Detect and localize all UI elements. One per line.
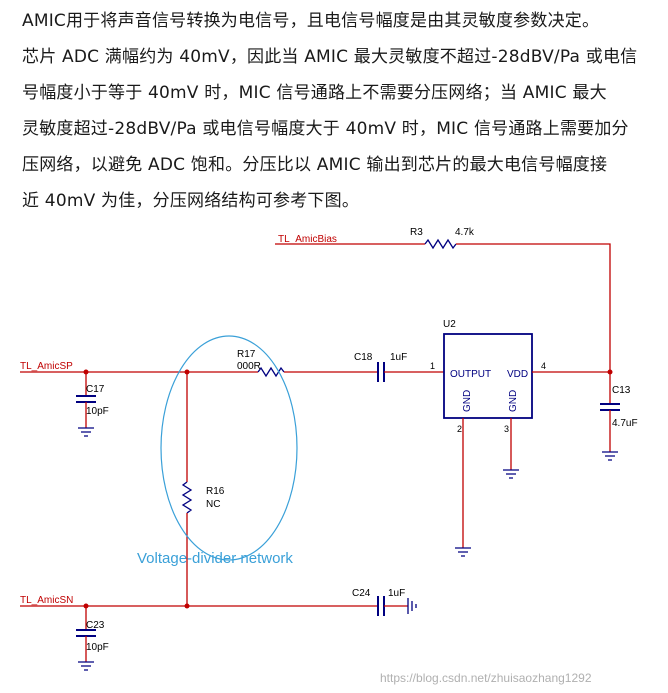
wire-r3-to-vdd	[456, 243, 611, 372]
u2-pin3-number: 3	[504, 424, 509, 434]
u2-chip	[443, 333, 533, 419]
paragraph-line: 灵敏度超过-28dBV/Pa 或电信号幅度大于 40mV 时，MIC 信号通路上…	[22, 119, 629, 139]
u2-pin-vdd-label: VDD	[507, 369, 528, 380]
c18-ref: C18	[354, 352, 373, 363]
c17-ref: C17	[86, 384, 105, 395]
c18-capacitor	[377, 362, 385, 382]
ground-symbol	[455, 547, 471, 557]
r17-value: 000R	[237, 361, 261, 372]
junction-dot	[83, 369, 89, 375]
c13-ref: C13	[612, 385, 631, 396]
paragraph-line: 近 40mV 为佳，分压网络结构可参考下图。	[22, 191, 360, 211]
c23-ref: C23	[86, 620, 105, 631]
paragraph-line: 芯片 ADC 满幅约为 40mV，因此当 AMIC 最大灵敏度不超过-28dBV…	[22, 47, 638, 67]
r3-value: 4.7k	[455, 227, 475, 238]
c24-ref: C24	[352, 588, 371, 599]
r16-resistor	[181, 481, 193, 514]
u2-pin2-number: 2	[457, 424, 462, 434]
c13-value: 4.7uF	[612, 418, 638, 429]
c24-capacitor	[377, 596, 385, 616]
c23-value: 10pF	[86, 642, 109, 653]
ground-symbol	[503, 469, 519, 479]
c17-value: 10pF	[86, 406, 109, 417]
c13-capacitor	[600, 403, 620, 411]
r3-resistor	[424, 238, 457, 250]
u2-pin-output-label: OUTPUT	[450, 369, 491, 380]
c24-value: 1uF	[388, 588, 405, 599]
net-label-amic-bias: TL_AmicBias	[278, 234, 337, 245]
paragraph-line: 号幅度小于等于 40mV 时，MIC 信号通路上不需要分压网络；当 AMIC 最…	[22, 83, 607, 103]
u2-pin1-number: 1	[430, 361, 435, 371]
u2-pin-gnd-label: GND	[508, 390, 519, 412]
r17-resistor	[257, 366, 285, 378]
c18-value: 1uF	[390, 352, 407, 363]
ground-symbol	[407, 598, 417, 614]
junction-dot	[184, 369, 190, 375]
paragraph-line: AMIC用于将声音信号转换为电信号，且电信号幅度是由其灵敏度参数决定。	[22, 11, 600, 31]
divider-highlight-ellipse	[160, 335, 298, 561]
watermark-text: https://blog.csdn.net/zhuisaozhang1292	[380, 671, 592, 685]
ground-symbol	[78, 427, 94, 437]
divider-annotation: Voltage-divider network	[137, 550, 293, 567]
c17-capacitor	[76, 395, 96, 403]
r3-ref: R3	[410, 227, 423, 238]
ground-symbol	[602, 451, 618, 461]
u2-pin4-number: 4	[541, 361, 546, 371]
junction-dot	[184, 603, 190, 609]
r17-ref: R17	[237, 349, 256, 360]
u2-ref: U2	[443, 319, 456, 330]
r16-ref: R16	[206, 486, 225, 497]
description-paragraph: AMIC用于将声音信号转换为电信号，且电信号幅度是由其灵敏度参数决定。 芯片 A…	[0, 0, 668, 230]
junction-dot	[83, 603, 89, 609]
r16-value: NC	[206, 499, 220, 510]
u2-pin-gnd-label: GND	[462, 390, 473, 412]
paragraph-line: 压网络，以避免 ADC 饱和。分压比以 AMIC 输出到芯片的最大电信号幅度接	[22, 155, 608, 175]
junction-dot	[607, 369, 613, 375]
net-label-amic-sn: TL_AmicSN	[20, 595, 73, 606]
net-label-amic-sp: TL_AmicSP	[20, 361, 73, 372]
ground-symbol	[78, 661, 94, 671]
